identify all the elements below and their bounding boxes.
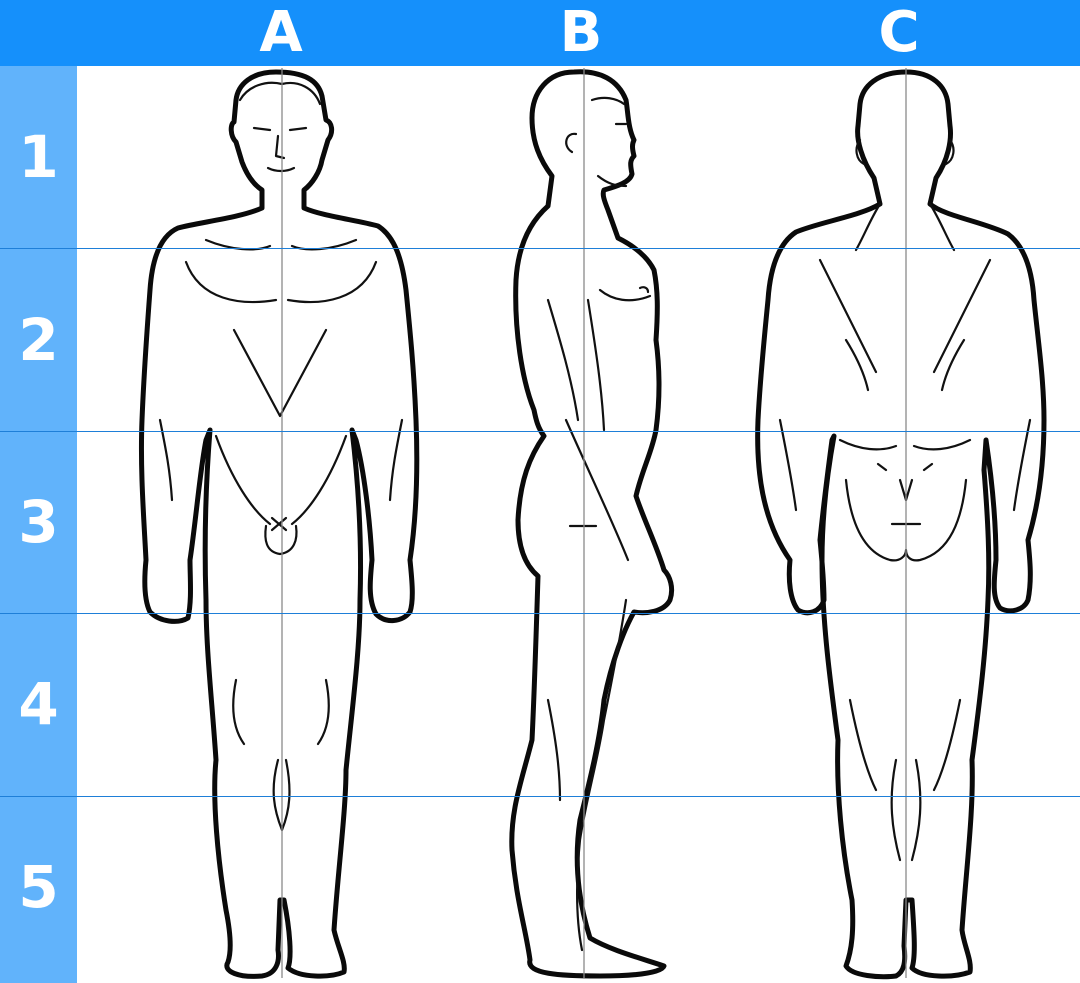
row-label-3: 3 (18, 488, 59, 556)
row-number-bar: 1 2 3 4 5 (0, 66, 77, 983)
proportion-line-3 (0, 613, 1080, 614)
row-label-4: 4 (18, 670, 59, 738)
figure-back-view (755, 68, 1047, 980)
figures-drawing (138, 68, 1047, 980)
proportion-line-1 (0, 248, 1080, 249)
row-label-2: 2 (18, 306, 59, 374)
figure-side-view (509, 68, 675, 979)
row-label-1: 1 (18, 123, 59, 191)
figure-front-view (138, 68, 420, 979)
row-label-5: 5 (18, 853, 59, 921)
column-label-a: A (259, 0, 303, 65)
column-label-b: B (559, 0, 603, 65)
column-label-c: C (878, 0, 920, 65)
proportion-line-4 (0, 796, 1080, 797)
column-header-bar: A B C (0, 0, 1080, 66)
figure-area (77, 66, 1080, 983)
proportion-line-2 (0, 431, 1080, 432)
